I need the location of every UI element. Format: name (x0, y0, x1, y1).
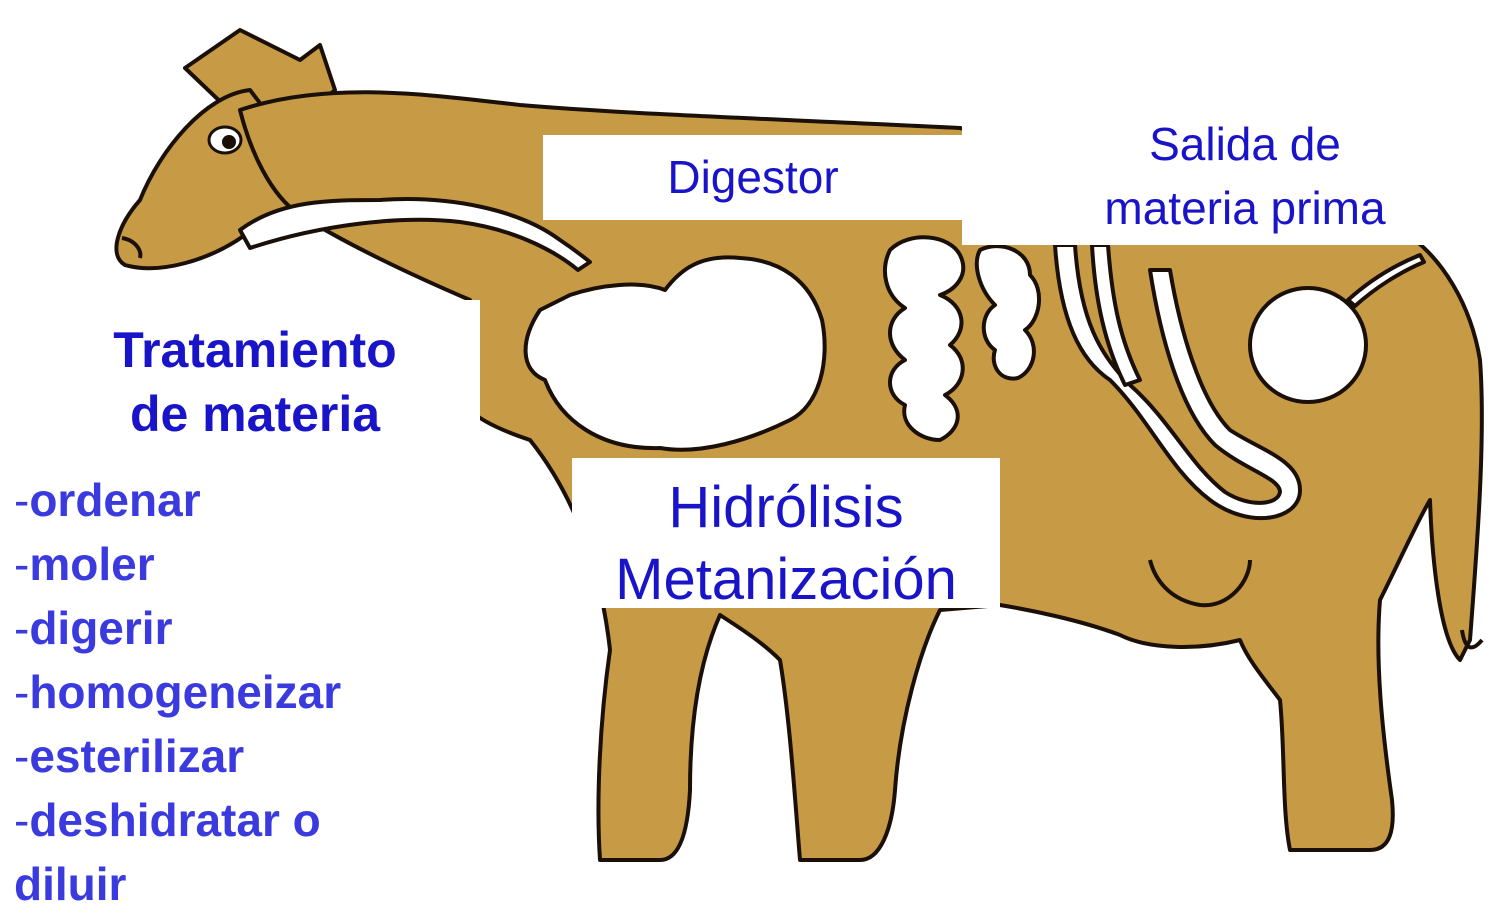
proceso-label: Hidrólisis Metanización (572, 472, 1000, 616)
cow-bladder (1250, 288, 1366, 402)
proceso-line-1: Hidrólisis (572, 472, 1000, 544)
step-item: -deshidratar o (14, 788, 341, 852)
step-item: -moler (14, 532, 341, 596)
salida-line-1: Salida de (1040, 112, 1450, 176)
proceso-line-2: Metanización (572, 544, 1000, 616)
step-item: -esterilizar (14, 724, 341, 788)
tratamiento-title: Tratamiento de materia (60, 318, 450, 446)
salida-line-2: materia prima (1040, 176, 1450, 240)
salida-label: Salida de materia prima (1040, 112, 1450, 240)
treatment-steps-list: -ordenar -moler -digerir -homogeneizar -… (14, 468, 341, 916)
step-item: -digerir (14, 596, 341, 660)
tratamiento-line-2: de materia (60, 382, 450, 446)
digestor-label: Digestor (543, 150, 963, 204)
step-item: -homogeneizar (14, 660, 341, 724)
tratamiento-line-1: Tratamiento (60, 318, 450, 382)
step-item: diluir (14, 852, 341, 916)
step-item: -ordenar (14, 468, 341, 532)
